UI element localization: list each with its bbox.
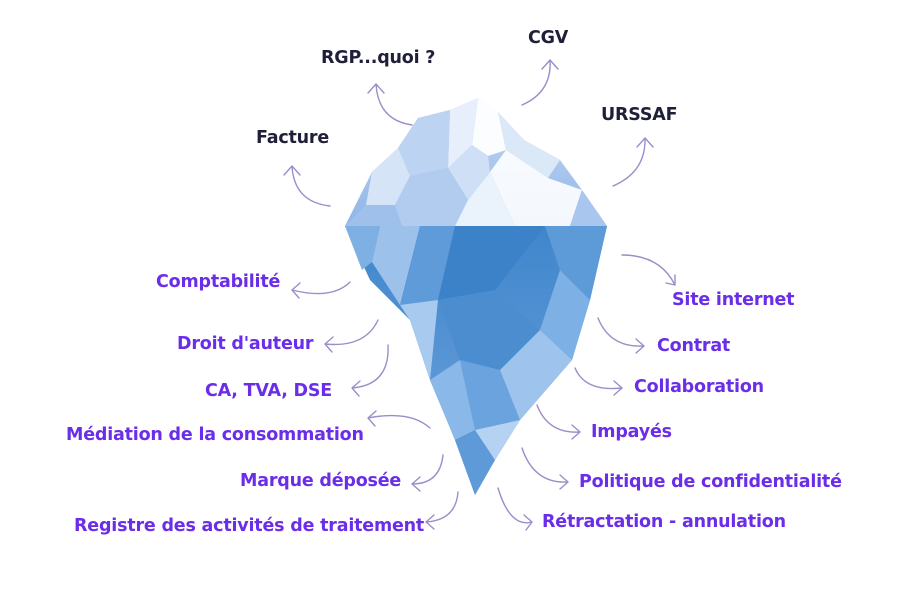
label-urssaf: URSSAF xyxy=(601,105,678,125)
arrows xyxy=(283,59,676,531)
arrow-collaboration xyxy=(574,367,623,396)
label-droit-auteur: Droit d'auteur xyxy=(177,334,314,354)
label-collaboration: Collaboration xyxy=(634,377,764,397)
arrow-facture xyxy=(283,165,331,207)
label-site-internet: Site internet xyxy=(672,290,795,310)
label-comptabilite: Comptabilité xyxy=(156,272,281,292)
arrow-marque xyxy=(411,454,444,492)
arrow-urssaf xyxy=(612,137,654,187)
arrow-comptabilite xyxy=(291,281,351,299)
label-mediation: Médiation de la consommation xyxy=(66,425,364,445)
label-contrat: Contrat xyxy=(657,336,731,356)
label-marque: Marque déposée xyxy=(240,471,402,491)
label-registre: Registre des activités de traitement xyxy=(74,516,425,536)
arrow-politique xyxy=(521,447,569,490)
arrow-droit-auteur xyxy=(324,319,379,353)
arrow-rgp xyxy=(367,83,413,126)
label-rgp: RGP...quoi ? xyxy=(321,48,436,68)
arrow-site-internet xyxy=(621,254,676,286)
label-cgv: CGV xyxy=(528,28,569,48)
label-impayes: Impayés xyxy=(591,422,672,442)
label-facture: Facture xyxy=(256,128,330,148)
arrow-cgv xyxy=(521,59,559,106)
iceberg-tip xyxy=(345,98,607,226)
iceberg-underwater xyxy=(345,226,607,495)
arrow-mediation xyxy=(367,410,431,429)
arrow-registre xyxy=(425,491,459,530)
label-politique: Politique de confidentialité xyxy=(579,472,842,492)
arrow-contrat xyxy=(597,317,645,354)
label-ca-tva-dse: CA, TVA, DSE xyxy=(205,381,333,401)
arrow-retractation xyxy=(497,487,533,531)
arrow-impayes xyxy=(536,404,581,440)
arrow-ca-tva xyxy=(351,344,389,397)
label-retractation: Rétractation - annulation xyxy=(542,512,786,532)
